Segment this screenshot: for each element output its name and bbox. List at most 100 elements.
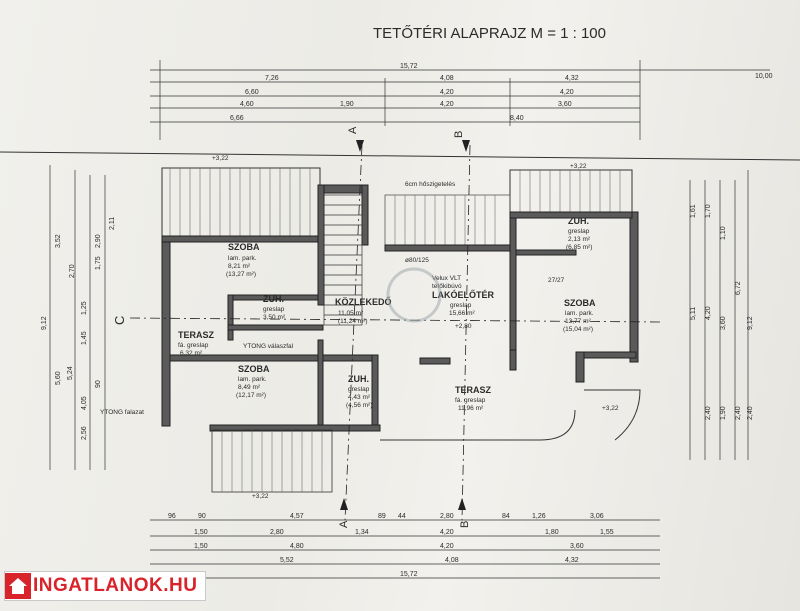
room-label-zuh-ne: ZUH. greslap 2,13 m² (6,85 m²) [566, 216, 592, 251]
dim-top-4-60: 4,60 [240, 101, 254, 108]
dim-right-6-72: 6,72 [735, 281, 742, 295]
dim-top-6-66: 6,66 [230, 115, 244, 122]
room-area-gross: (12,17 m²) [236, 392, 266, 399]
dim-right-9-12: 9,12 [747, 316, 754, 330]
dim-top-4-08: 4,08 [440, 75, 454, 82]
room-floor: greslap [348, 386, 370, 393]
dim-bot-4-20a: 4,20 [440, 529, 454, 536]
dim-bot-1-50b: 1,50 [194, 543, 208, 550]
dim-top-1-90: 1,90 [340, 101, 354, 108]
top-dimension-chains [150, 60, 770, 140]
room-name: ZUH. [263, 294, 284, 304]
dim-bot-44: 44 [398, 513, 406, 520]
room-name: ZUH. [348, 374, 369, 384]
bottom-dimension-chains [150, 519, 660, 579]
dim-right-2-40c: 2,40 [747, 406, 754, 420]
dim-right-3-60: 3,60 [720, 316, 727, 330]
dim-bot-4-80: 4,80 [290, 543, 304, 550]
note-ytong-facade: YTONG falazat [100, 409, 144, 416]
dim-bot-2-80: 2,80 [440, 513, 454, 520]
dim-left-1-45: 1,45 [81, 331, 88, 345]
roof-hatch-right [509, 169, 633, 213]
section-c: C [112, 316, 127, 325]
room-name: SZOBA [238, 364, 270, 374]
room-floor: lam. park. [238, 376, 267, 383]
dim-bot-3-60: 3,60 [570, 543, 584, 550]
room-area-gross: (6,85 m²) [566, 244, 592, 251]
section-a-bottom-arrow [340, 498, 348, 510]
dim-right-1-70: 1,70 [705, 204, 712, 218]
walls [161, 184, 639, 432]
dim-left-1-25: 1,25 [81, 301, 88, 315]
dim-bot-1-34: 1,34 [355, 529, 369, 536]
dim-bot-4-32: 4,32 [565, 557, 579, 564]
dim-bot-1-26: 1,26 [532, 513, 546, 520]
dim-left-9-12: 9,12 [41, 316, 48, 330]
room-label-kozlekedo: KÖZLEKEDŐ 11,05 m² (11,24 m²) [335, 296, 392, 325]
room-label-szoba-sw: SZOBA lam. park. 8,49 m² (12,17 m²) [236, 364, 270, 399]
note-window-size: ø80/125 [405, 257, 429, 264]
room-area: 4,43 m² [348, 394, 371, 401]
dim-top-4-20a: 4,20 [440, 89, 454, 96]
room-label-szoba-e: SZOBA lam. park. 13,77 m² (15,04 m²) [563, 298, 596, 333]
level-center: +2,80 [455, 323, 472, 330]
room-floor: fá. greslap [455, 397, 486, 404]
watermark-circle [386, 267, 442, 323]
room-floor: lam. park. [565, 310, 594, 317]
dim-right-1-90: 1,90 [720, 406, 727, 420]
room-area: 8,21 m² [228, 263, 251, 270]
dim-total-top: 15,72 [400, 63, 418, 70]
dim-right-1-10: 1,10 [720, 226, 727, 240]
terrace-arc-right [584, 389, 641, 441]
dim-right-top: 10,00 [755, 73, 773, 80]
room-area-gross: (13,27 m²) [226, 271, 256, 278]
room-area: 2,13 m² [568, 236, 591, 243]
room-area: 13,77 m² [565, 318, 591, 325]
room-name: LAKÓELŐTÉR [432, 289, 494, 300]
dim-bot-4-57: 4,57 [290, 513, 304, 520]
room-area: 11,05 m² [338, 310, 364, 317]
room-name: TERASZ [455, 385, 492, 395]
room-area: 6,32 m² [180, 350, 203, 357]
roof-hatch-center [384, 194, 511, 246]
room-label-szoba-nw: SZOBA lam. park. 8,21 m² (13,27 m²) [226, 242, 260, 278]
fold-line [0, 151, 800, 161]
dim-bot-4-08: 4,08 [445, 557, 459, 564]
dim-left-2-11: 2,11 [109, 217, 116, 230]
ingatlanok-logo: INGATLANOK.HU [4, 571, 206, 601]
dim-left-2-56: 2,56 [81, 426, 88, 440]
room-area: 3,50 m² [263, 314, 286, 321]
left-dimension-chains [49, 165, 106, 470]
section-b-top: B [453, 131, 465, 138]
level-top-right: +3,22 [570, 163, 587, 170]
dim-bot-3-06: 3,06 [590, 513, 604, 520]
level-right: +3,22 [602, 405, 619, 412]
room-area-gross: (15,04 m²) [563, 326, 593, 333]
section-b-bottom: B [459, 521, 471, 528]
room-area: 11,96 m² [458, 405, 484, 412]
note-insulation: 6cm hőszigetelés [405, 181, 456, 188]
dim-top-3-60: 3,60 [558, 101, 572, 108]
room-floor: lam. park. [228, 255, 257, 262]
dim-bot-90: 90 [198, 513, 206, 520]
roof-hatch-left [161, 167, 321, 237]
dim-right-2-40b: 2,40 [735, 406, 742, 420]
section-b-top-arrow [462, 140, 470, 152]
room-label-lakoeloter: LAKÓELŐTÉR greslap 15,66 m² [432, 289, 494, 317]
dim-left-5-24: 5,24 [67, 366, 74, 380]
section-a-top: A [347, 126, 359, 134]
room-name: SZOBA [228, 242, 260, 252]
staircase [323, 194, 363, 326]
room-area-gross: (4,56 m²) [346, 402, 372, 409]
right-dimension-chains [689, 170, 749, 460]
dim-bot-84: 84 [502, 513, 510, 520]
dim-bot-4-20b: 4,20 [440, 543, 454, 550]
room-area-gross: (11,24 m²) [338, 318, 368, 325]
room-label-terasz-s: TERASZ fá. greslap 11,96 m² [455, 385, 492, 412]
note-ytong-wall: YTONG válaszfal [243, 343, 294, 350]
dim-top-4-20c: 4,20 [440, 101, 454, 108]
section-b-bottom-arrow [458, 498, 466, 510]
dim-right-1-61: 1,61 [690, 204, 697, 218]
note-stair-angle: 27/27 [548, 277, 565, 284]
